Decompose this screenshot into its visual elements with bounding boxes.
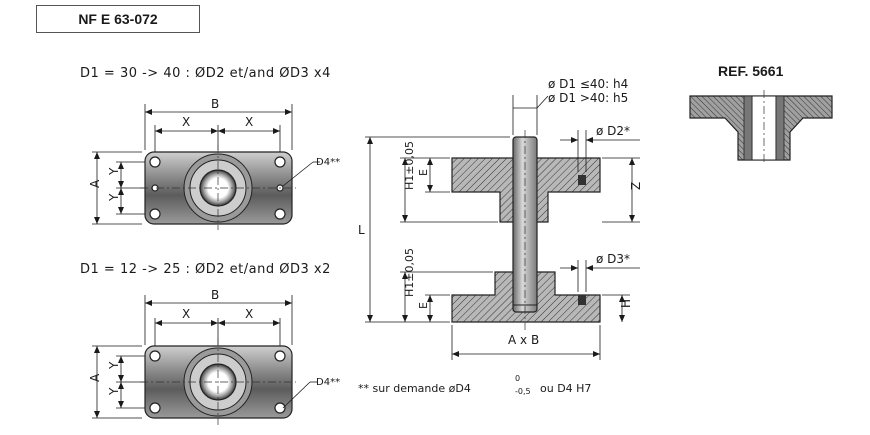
dim-E-upper: E — [417, 169, 430, 176]
dim-Y-bottom-lower: Y — [107, 387, 121, 396]
footnote-tolerance-upper: 0 — [515, 374, 520, 383]
dim-E-lower: E — [417, 302, 430, 309]
dim-A-top: A — [88, 179, 102, 188]
tolerance-line-2: ø D1 >40: h5 — [548, 91, 628, 105]
dim-X-top-right: X — [245, 115, 253, 129]
dim-D2: ø D2* — [596, 124, 630, 138]
ref-section-view — [689, 90, 833, 165]
dim-Y-top-upper: Y — [107, 167, 121, 176]
dim-X-bottom-left: X — [182, 307, 190, 321]
dim-Z: Z — [629, 182, 643, 190]
dim-H1-upper: H1±0,05 — [403, 141, 416, 190]
dim-Y-bottom-upper: Y — [107, 361, 121, 370]
dim-X-top-left: X — [182, 115, 190, 129]
top-plan-view: B X X A Y Y D4** — [88, 97, 340, 230]
dim-Y-top-lower: Y — [107, 193, 121, 202]
reference-code: REF. 5661 — [718, 63, 784, 79]
dim-H: H — [619, 299, 633, 308]
dim-D3: ø D3* — [596, 252, 630, 266]
dim-B-bottom: B — [211, 288, 219, 302]
footnote-tail: ou D4 H7 — [540, 382, 591, 395]
bottom-plan-view: B X X A Y Y D4** — [88, 288, 340, 425]
footnote-tolerance-lower: -0,5 — [515, 387, 531, 396]
standard-reference-text: NF E 63-072 — [78, 11, 158, 27]
caption-top-variant: D1 = 30 -> 40 : ØD2 et/and ØD3 x4 — [80, 66, 331, 81]
dim-AxB: A x B — [508, 333, 539, 347]
dim-D4-top: D4** — [316, 157, 340, 168]
dim-L: L — [358, 223, 365, 237]
footnote: ** sur demande øD4 0 -0,5 ou D4 H7 — [358, 374, 591, 396]
caption-bottom-variant: D1 = 12 -> 25 : ØD2 et/and ØD3 x2 — [80, 262, 331, 277]
side-section-view: L H1±0,05 E H1±0,05 E Z H A x B ø D2* ø … — [358, 77, 643, 360]
dim-A-bottom: A — [88, 373, 102, 382]
standard-reference-box: NF E 63-072 — [36, 5, 200, 33]
footnote-text: ** sur demande øD4 — [358, 382, 471, 395]
dim-B-top: B — [211, 97, 219, 111]
dim-X-bottom-right: X — [245, 307, 253, 321]
tolerance-line-1: ø D1 ≤40: h4 — [548, 77, 628, 91]
dim-H1-lower: H1±0,05 — [403, 248, 416, 297]
dim-D4-bottom: D4** — [316, 377, 340, 388]
